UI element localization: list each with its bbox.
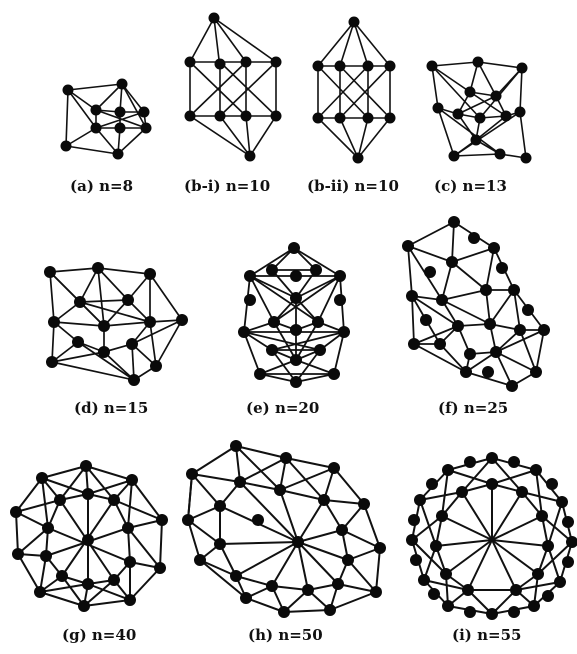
panel-i-graph (406, 452, 577, 620)
panel-c-graph (427, 57, 532, 164)
panel-a-graph (61, 79, 152, 160)
panel-b-i-graph (185, 13, 282, 162)
panel-g-caption: (g) n=40 (62, 626, 136, 644)
panel-b-i-caption: (b-i) n=10 (184, 177, 270, 195)
panel-h: (h) n=50 (182, 440, 386, 644)
panel-h-graph (182, 440, 386, 618)
panel-i-caption: (i) n=55 (452, 626, 521, 644)
panel-b-i: (b-i) n=10 (184, 13, 282, 196)
panel-b-ii-graph (313, 17, 396, 164)
panel-d-graph (44, 262, 188, 386)
panel-g-graph (10, 460, 168, 612)
panel-i: (i) n=55 (406, 452, 577, 644)
panel-b-ii: (b-ii) n=10 (307, 17, 399, 196)
panel-g: (g) n=40 (10, 460, 168, 644)
panel-e: (e) n=20 (238, 242, 350, 417)
panel-c-caption: (c) n=13 (434, 177, 507, 195)
panel-d-caption: (d) n=15 (74, 399, 148, 417)
panel-a-caption: (a) n=8 (70, 177, 133, 195)
panel-e-graph (238, 242, 350, 388)
panel-a: (a) n=8 (61, 79, 152, 196)
panel-e-caption: (e) n=20 (246, 399, 319, 417)
panel-h-caption: (h) n=50 (248, 626, 323, 644)
panel-b-ii-caption: (b-ii) n=10 (307, 177, 399, 195)
panel-f: (f) n=25 (402, 216, 550, 417)
panel-f-caption: (f) n=25 (438, 399, 508, 417)
panel-d: (d) n=15 (44, 262, 188, 417)
panel-c: (c) n=13 (427, 57, 532, 196)
panel-f-graph (402, 216, 550, 392)
